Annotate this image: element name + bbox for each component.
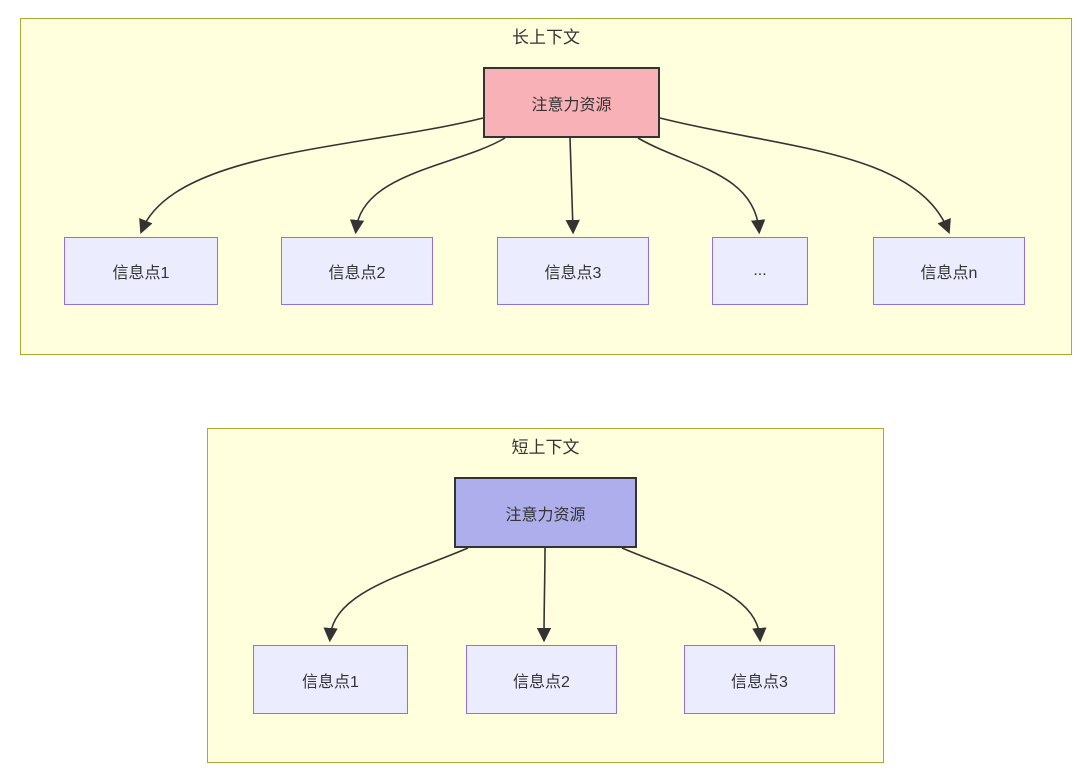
info-point-3-short: 信息点3 bbox=[684, 645, 835, 714]
info-point-1-short: 信息点1 bbox=[253, 645, 408, 714]
info-point-1-long: 信息点1 bbox=[64, 237, 218, 305]
attention-resource-node-short: 注意力资源 bbox=[454, 477, 637, 548]
info-point-n-long: 信息点n bbox=[873, 237, 1025, 305]
short-context-title: 短上下文 bbox=[511, 438, 580, 457]
long-context-title: 长上下文 bbox=[512, 28, 580, 47]
info-point-3-long: 信息点3 bbox=[497, 237, 649, 305]
info-point-2-long: 信息点2 bbox=[281, 237, 433, 305]
info-point-ellipsis-long: ... bbox=[712, 237, 808, 305]
info-point-2-short: 信息点2 bbox=[466, 645, 617, 714]
attention-resource-node-long: 注意力资源 bbox=[483, 67, 660, 138]
